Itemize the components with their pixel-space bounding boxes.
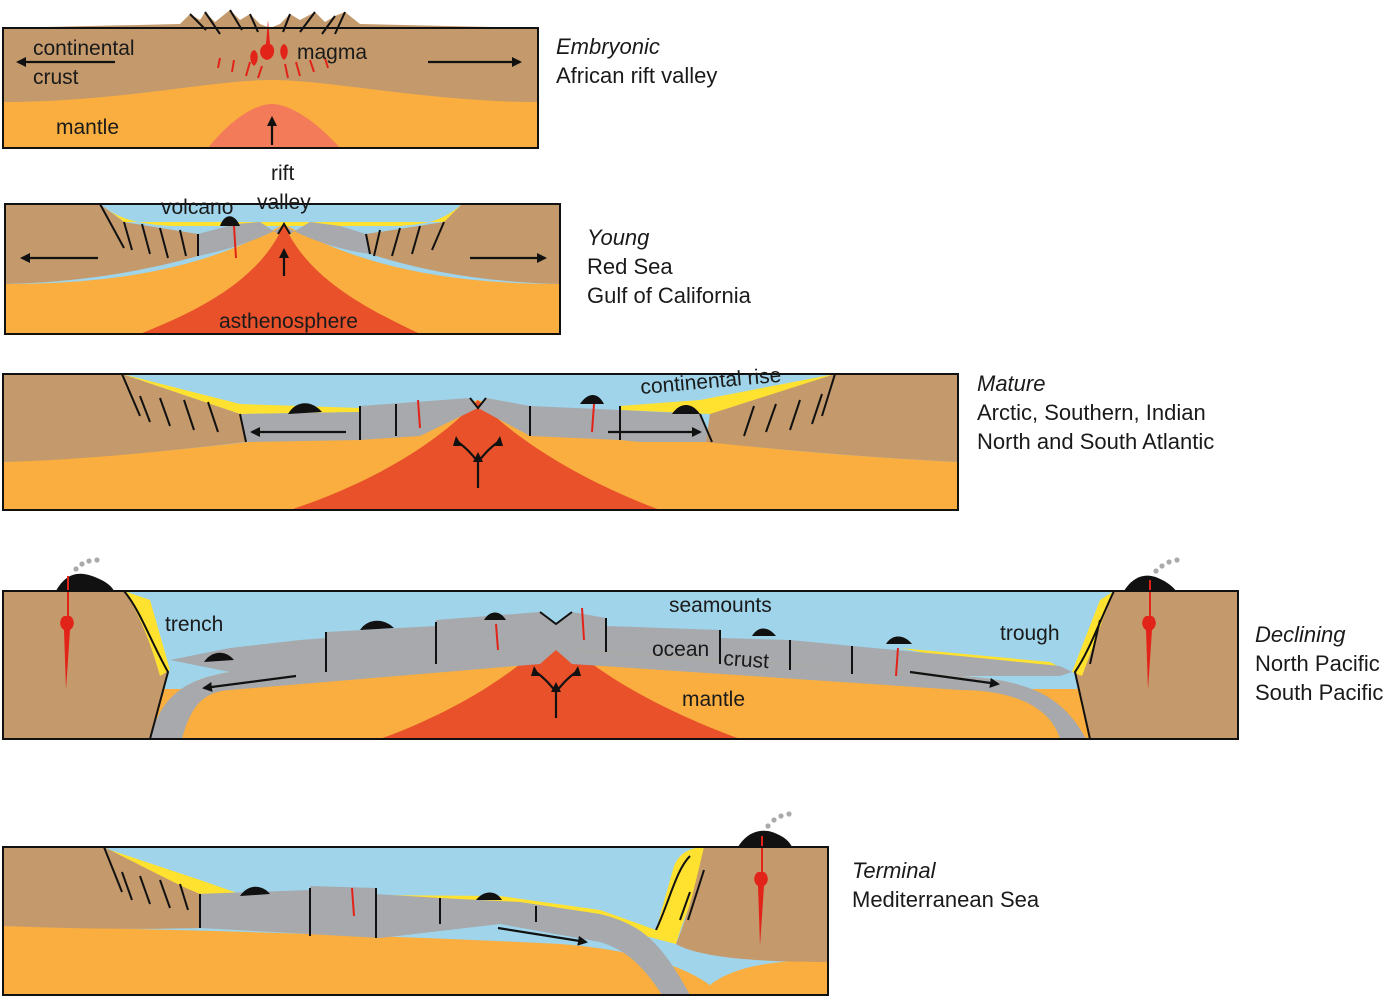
- volcano-icons: [288, 395, 700, 414]
- panel-frame: [4, 203, 561, 335]
- stage-example-embryonic-1: African rift valley: [556, 63, 717, 88]
- asthenosphere: [140, 224, 420, 334]
- arrowheads: [453, 436, 503, 462]
- panel-frame: [2, 846, 829, 996]
- label-crust: crust: [33, 66, 79, 89]
- stage-example-terminal-1: Mediterranean Sea: [852, 887, 1040, 912]
- panel-embryonic: continental crust magma mantle: [2, 9, 539, 149]
- continental-crust-right: [706, 374, 958, 462]
- panel-young: rift valley volcano asthenosphere: [4, 162, 561, 335]
- panel-frame: [2, 27, 539, 149]
- magma-chamber: [754, 872, 768, 946]
- crust-edges: [123, 590, 1115, 740]
- stage-name-declining: Declining: [1255, 622, 1346, 647]
- normal-faults: [189, 9, 346, 35]
- sediment: [104, 847, 704, 944]
- label-mantle: mantle: [682, 688, 745, 711]
- magma-blobs: [250, 44, 288, 66]
- volcano-icon: [220, 216, 240, 226]
- stage-example-mature-1: Arctic, Southern, Indian: [977, 400, 1206, 425]
- arrowheads: [531, 666, 581, 692]
- label-trench: trench: [165, 613, 223, 636]
- normal-faults: [99, 203, 445, 259]
- continental-crust-right: [676, 847, 828, 962]
- continental-crust-left: [3, 374, 246, 462]
- label-ocean-crust: crust: [723, 647, 770, 673]
- normal-faults: [121, 373, 836, 437]
- label-magma: magma: [297, 41, 367, 64]
- normal-faults: [103, 846, 705, 921]
- continental-crust-left: [5, 204, 198, 284]
- stage-example-declining-1: North Pacific: [1255, 651, 1380, 676]
- label-asthenosphere: asthenosphere: [219, 310, 358, 333]
- stage-name-mature: Mature: [977, 371, 1045, 396]
- label-continental: continental: [33, 37, 135, 60]
- label-ocean: ocean: [652, 638, 709, 661]
- asthenosphere: [290, 400, 660, 510]
- crust-edges: [197, 222, 371, 256]
- stage-example-young-1: Red Sea: [587, 254, 673, 279]
- mantle-region: [3, 926, 828, 995]
- stage-name-terminal: Terminal: [852, 858, 937, 883]
- ocean-crust-slab: [150, 632, 1086, 739]
- asthenosphere: [380, 632, 740, 739]
- label-seamounts: seamounts: [669, 594, 772, 617]
- panel-terminal: [2, 811, 829, 996]
- magma-dykes: [417, 399, 595, 433]
- label-valley: valley: [257, 191, 311, 214]
- stage-example-young-2: Gulf of California: [587, 283, 752, 308]
- continental-crust-right: [366, 204, 560, 284]
- ocean-crust: [196, 886, 690, 995]
- volcano-feeder-dyke: [233, 225, 237, 259]
- subduction-arrow: [497, 926, 588, 946]
- magma-chamber: [260, 20, 275, 60]
- label-trough: trough: [1000, 622, 1060, 645]
- crust-edges: [199, 855, 691, 938]
- panel-mature: continental rise: [2, 364, 959, 511]
- panel-frame: [2, 590, 1239, 740]
- label-volcano: volcano: [161, 196, 233, 219]
- spreading-arrow-right: [909, 670, 1000, 688]
- continental-crust-left: [3, 847, 200, 929]
- stage-name-embryonic: Embryonic: [556, 34, 660, 59]
- crust-edges: [239, 397, 713, 443]
- label-rift: rift: [271, 162, 294, 185]
- eruption-ash-dots: [73, 557, 1180, 574]
- sediment: [122, 374, 835, 414]
- ocean-crust: [170, 612, 1072, 676]
- stage-name-young: Young: [587, 225, 650, 250]
- spreading-arrow-left: [202, 674, 297, 692]
- stage-example-mature-2: North and South Atlantic: [977, 429, 1214, 454]
- volcano-icons: [56, 573, 1176, 662]
- panel-frame: [2, 373, 959, 511]
- label-mantle: mantle: [56, 116, 119, 139]
- continental-crust-left: [3, 591, 168, 739]
- continental-crust-right: [1075, 591, 1238, 739]
- magma-dykes: [217, 57, 329, 79]
- magma-dykes: [351, 836, 763, 917]
- eruption-ash-dots: [765, 811, 792, 829]
- hot-mantle-upwelling: [208, 104, 340, 148]
- panel-declining: trench seamounts ocean crust mantle trou…: [2, 557, 1239, 740]
- stage-example-declining-2: South Pacific: [1255, 680, 1383, 705]
- ocean-crust: [198, 222, 370, 256]
- magma-dykes: [67, 576, 1151, 677]
